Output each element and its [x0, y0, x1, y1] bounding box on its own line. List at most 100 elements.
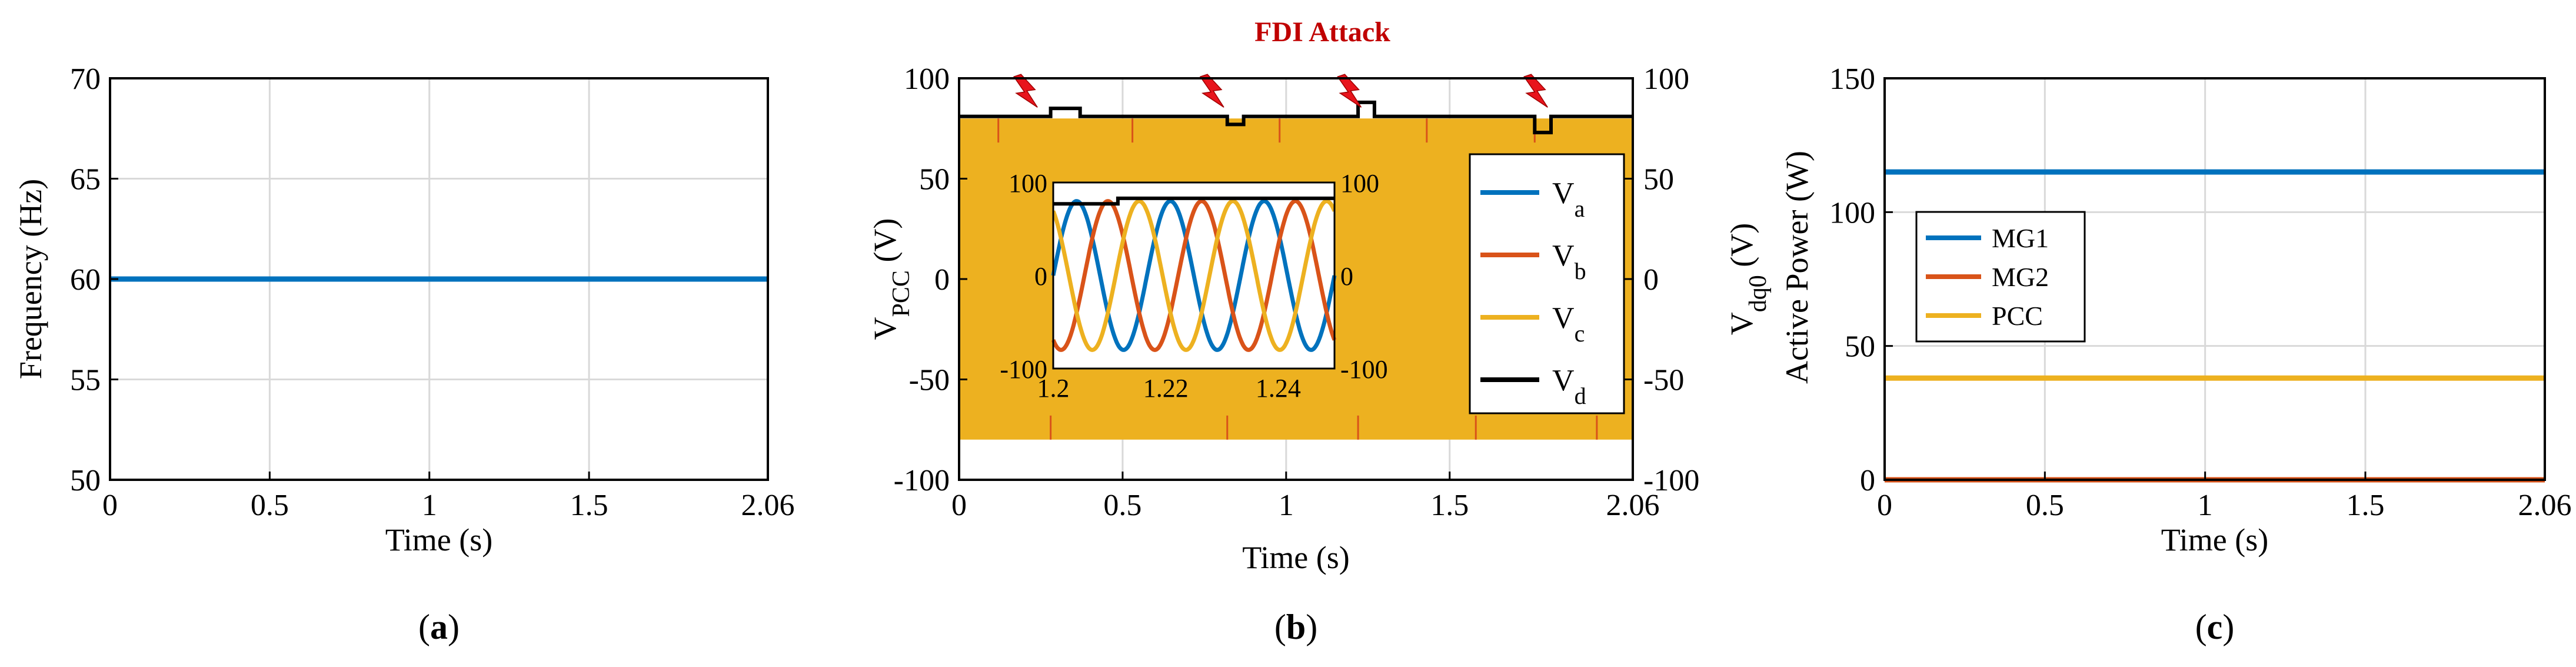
inset-phase-wave [1051, 199, 1337, 352]
panel-b-y-axis-label: VPCC (V) [867, 218, 915, 340]
inset-ticks: 1.2 1.22 1.24 -100 0 100 -100 0 100 [1000, 169, 1387, 403]
panel-b-y-label-unit: (V) [867, 218, 903, 270]
panel-c-ticks: 0 0.5 1 1.5 2.06 0 50 100 150 [1829, 62, 2572, 522]
panel-a-y-tick-label: 65 [70, 163, 101, 197]
panel-b-y2-tick-label: -100 [1643, 464, 1699, 497]
inset-series [1051, 196, 1337, 352]
panel-b-x-axis-label: Time (s) [1242, 540, 1350, 575]
panel-a-x-tick-label: 0.5 [251, 489, 289, 522]
panel-a-x-tick-label: 0 [102, 489, 118, 522]
panel-a-subfigure-label: (a) [418, 608, 460, 646]
panel-c-letter: c [2207, 608, 2223, 646]
panel-b-title: FDI Attack [1254, 16, 1390, 48]
panel-b-x-tick-label: 1.5 [1430, 489, 1469, 522]
panel-b-legend-label: Vc [1552, 301, 1585, 347]
inset-phase-wave [1051, 199, 1337, 352]
panel-a-y-tick-label: 70 [70, 62, 101, 96]
panel-a-x-tick-label: 2.06 [741, 489, 795, 522]
inset-frame [1052, 181, 1336, 370]
panel-b-y-label-sub: PCC [888, 270, 915, 317]
panel-a-frequency-chart: 0 0.5 1 1.5 2.06 50 55 60 65 70 Time (s) Frequenc… [13, 62, 795, 646]
panel-c-y-axis-label: Active Power (W) [1779, 151, 1815, 384]
panel-b-legend-sub: a [1575, 195, 1585, 222]
panel-b-y2-label-unit: (V) [1724, 223, 1759, 275]
panel-b-x-tick-label: 0 [951, 489, 967, 522]
panel-c-y-tick-label: 0 [1860, 464, 1875, 497]
panel-b-legend-sub: b [1575, 258, 1586, 284]
inset-y-tick-label: 100 [1009, 169, 1047, 198]
panel-c-x-tick-label: 0.5 [2026, 489, 2064, 522]
panel-b-letter: b [1286, 608, 1306, 646]
inset-x-tick-label: 1.2 [1037, 374, 1070, 403]
panel-c-x-tick-label: 1.5 [2346, 489, 2384, 522]
panel-b-y2-tick-label: 0 [1643, 263, 1659, 297]
panel-b-legend-box [1469, 153, 1625, 414]
inset-y2-tick-label: 0 [1340, 262, 1353, 291]
inset-y-tick-label: 0 [1034, 262, 1047, 291]
panel-a-x-axis-label: Time (s) [385, 522, 493, 558]
panel-c-y-tick-label: 100 [1829, 196, 1875, 230]
panel-b-x-tick-label: 0.5 [1103, 489, 1141, 522]
panel-b-y2-tick-label: -50 [1643, 364, 1684, 397]
panel-b-envelope-spikes [997, 118, 1598, 440]
panel-a-y-tick-label: 50 [70, 464, 101, 497]
panel-b-x-tick-label: 1 [1279, 489, 1294, 522]
panel-b-legend-main: V [1552, 364, 1575, 397]
inset-y2-tick-label: -100 [1340, 355, 1388, 384]
panel-c-legend-label: MG1 [1992, 223, 2049, 253]
panel-b-legend-label: Va [1552, 177, 1585, 222]
panel-c-x-axis-label: Time (s) [2161, 522, 2269, 558]
panel-b-y2-tick-label: 50 [1643, 163, 1674, 197]
panel-b-y-tick-label: -100 [894, 464, 950, 497]
panel-a-y-axis-label: Frequency (Hz) [13, 179, 48, 379]
panel-b-y2-tick-label: 100 [1643, 62, 1689, 96]
inset-x-tick-label: 1.22 [1143, 374, 1189, 403]
panel-c-legend-label: PCC [1992, 301, 2043, 331]
panel-c-x-tick-label: 0 [1877, 489, 1892, 522]
panel-b-y2-label-sub: dq0 [1745, 275, 1772, 312]
panel-c-plot-frame [1883, 77, 2546, 481]
panel-a-y-tick-label: 60 [70, 263, 101, 297]
panel-b-y-tick-label: 50 [919, 163, 950, 197]
panel-b-vd-series [959, 100, 1633, 135]
panel-b-legend-label: Vd [1552, 364, 1586, 409]
panel-b-x-tick-label: 2.06 [1606, 489, 1660, 522]
panel-c-subfigure-label: (c) [2195, 608, 2235, 646]
panel-b-inset: 1.2 1.22 1.24 -100 0 100 -100 0 100 [1000, 169, 1387, 403]
inset-x-tick-label: 1.24 [1256, 374, 1301, 403]
inset-phase-wave [1051, 199, 1337, 352]
panel-c-x-tick-label: 1 [2198, 489, 2213, 522]
panel-b-legend-main: V [1552, 177, 1575, 210]
panel-b-legend-main: V [1552, 301, 1575, 335]
panel-a-x-tick-label: 1 [422, 489, 437, 522]
panel-b-legend-sub: d [1575, 383, 1586, 409]
panel-c-legend-label: MG2 [1992, 262, 2049, 292]
panel-b-y-label-main: V [867, 317, 903, 340]
panel-b-y-tick-label: 100 [904, 62, 950, 96]
panel-a-ticks: 0 0.5 1 1.5 2.06 50 55 60 65 70 [70, 62, 795, 522]
panel-a-letter: a [430, 608, 448, 646]
panel-c-y-tick-label: 50 [1845, 330, 1875, 364]
inset-y2-tick-label: 100 [1340, 169, 1379, 198]
panel-b-y-tick-label: 0 [934, 263, 950, 297]
panel-b-legend-sub: c [1575, 320, 1585, 347]
panel-b-y2-label-main: V [1724, 312, 1759, 335]
panel-b-legend-main: V [1552, 239, 1575, 273]
panel-b-subfigure-label: (b) [1274, 608, 1317, 646]
panel-b-legend-label: Vb [1552, 239, 1586, 284]
panel-a-y-tick-label: 55 [70, 364, 101, 397]
inset-y-tick-label: -100 [1000, 355, 1047, 384]
panel-b-right-y-axis-label: Vdq0 (V) [1724, 223, 1772, 335]
panel-a-x-tick-label: 1.5 [570, 489, 608, 522]
panel-c-x-tick-label: 2.06 [2518, 489, 2572, 522]
panel-c-y-tick-label: 150 [1829, 62, 1875, 96]
panel-b-y-tick-label: -50 [909, 364, 950, 397]
inset-vd-line [1053, 196, 1334, 206]
